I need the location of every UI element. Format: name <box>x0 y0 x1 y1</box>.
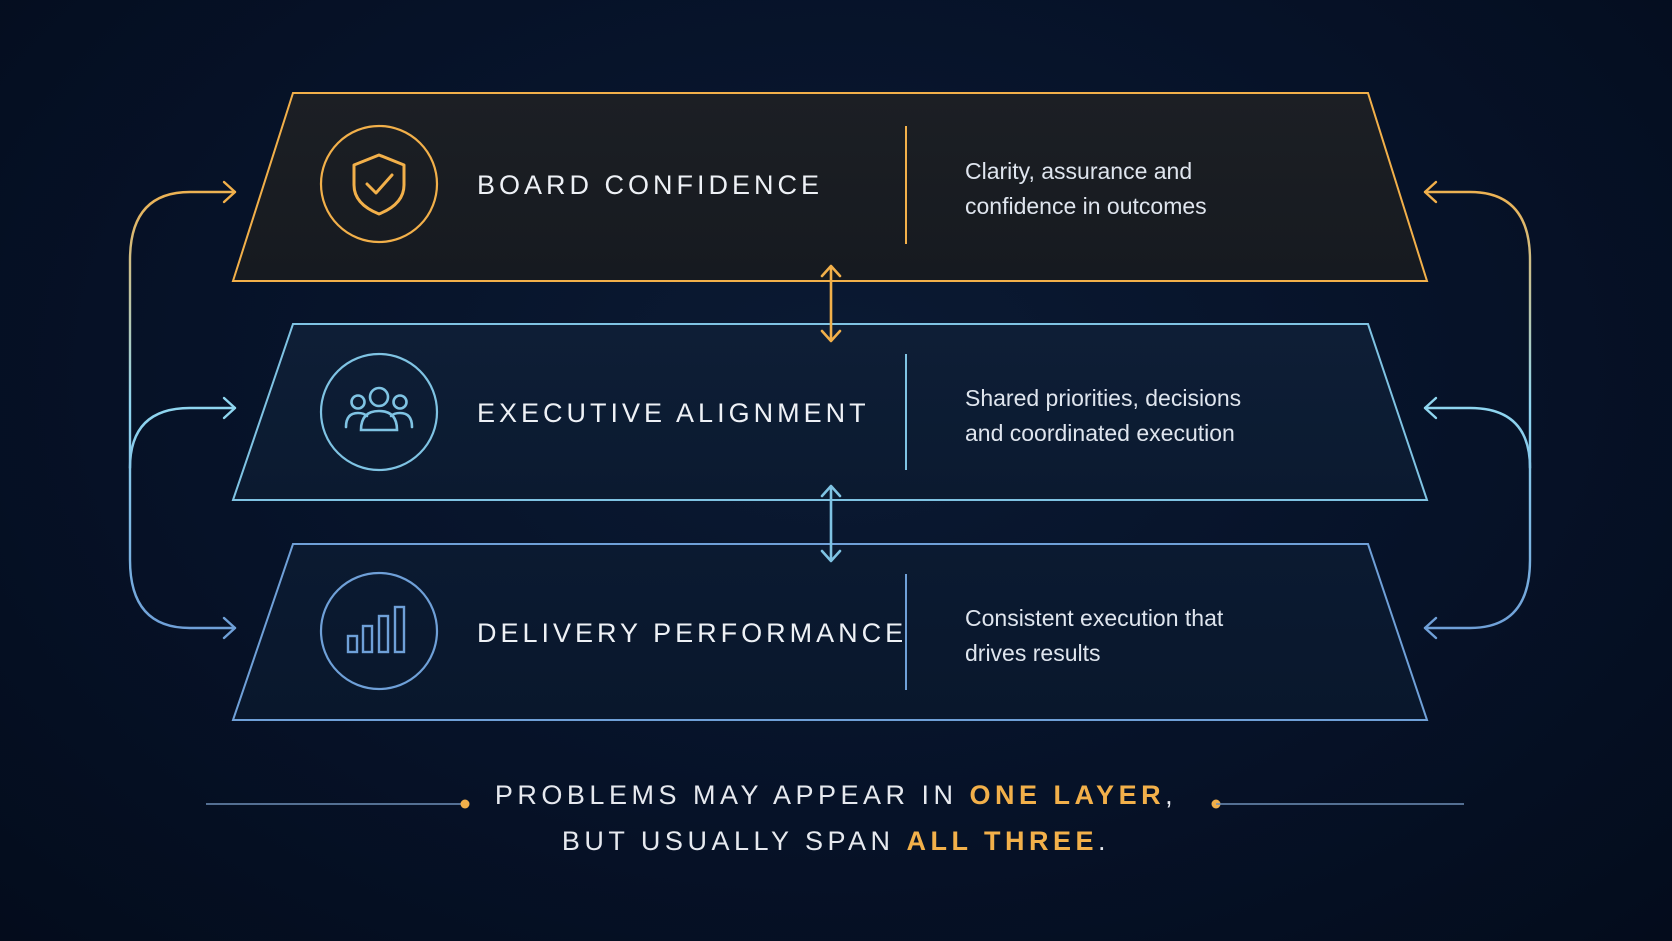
footer-line-1: PROBLEMS MAY APPEAR IN ONE LAYER, <box>0 780 1672 811</box>
shield-check-icon <box>352 153 406 216</box>
left-feedback-loop <box>128 190 237 630</box>
description-line: Clarity, assurance and <box>965 158 1193 184</box>
arrow-head-left-mid <box>222 396 237 420</box>
footer-highlight-all-three: ALL THREE <box>906 826 1099 856</box>
chart-icon-ring <box>319 571 439 691</box>
double-arrow-top <box>820 264 842 343</box>
double-arrow-bottom <box>820 484 842 563</box>
footer-text: BUT USUALLY SPAN <box>561 826 907 856</box>
footer-text: PROBLEMS MAY APPEAR IN <box>494 780 970 810</box>
footer-text: . <box>1098 826 1111 856</box>
layer-title-executive-alignment: EXECUTIVE ALIGNMENT <box>477 398 870 428</box>
layer-description-board-confidence: Clarity, assurance and confidence in out… <box>965 154 1207 224</box>
layer-description-delivery-performance: Consistent execution that drives results <box>965 601 1223 671</box>
description-line: Shared priorities, decisions <box>965 385 1242 411</box>
arrow-head-left-top <box>222 180 237 204</box>
people-icon-ring <box>319 352 439 472</box>
footer-rule-left <box>206 799 470 809</box>
layer-description-executive-alignment: Shared priorities, decisions and coordin… <box>965 381 1241 451</box>
layer-delivery-performance-panel <box>231 543 1429 721</box>
description-line: and coordinated execution <box>965 420 1235 446</box>
arrow-head-right-mid <box>1423 396 1438 420</box>
arrow-head-right-bottom <box>1423 616 1438 640</box>
description-line: drives results <box>965 640 1101 666</box>
layer-title-delivery-performance: DELIVERY PERFORMANCE <box>477 618 908 648</box>
layer-title-board-confidence: BOARD CONFIDENCE <box>477 170 824 200</box>
right-feedback-loop <box>1423 190 1532 630</box>
description-line: Consistent execution that <box>965 605 1224 631</box>
shield-icon-ring <box>319 124 439 244</box>
footer-rule-right <box>1211 799 1464 809</box>
description-line: confidence in outcomes <box>965 193 1207 219</box>
footer-highlight-one-layer: ONE LAYER <box>969 780 1166 810</box>
footer-line-2: BUT USUALLY SPAN ALL THREE. <box>0 826 1672 857</box>
people-group-icon <box>344 386 414 432</box>
layer-board-confidence-panel <box>231 92 1429 282</box>
bar-chart-icon <box>346 605 406 654</box>
layer-executive-alignment-panel <box>231 323 1429 501</box>
arrow-head-right-top <box>1423 180 1438 204</box>
arrow-head-left-bottom <box>222 616 237 640</box>
footer-text: , <box>1165 780 1178 810</box>
